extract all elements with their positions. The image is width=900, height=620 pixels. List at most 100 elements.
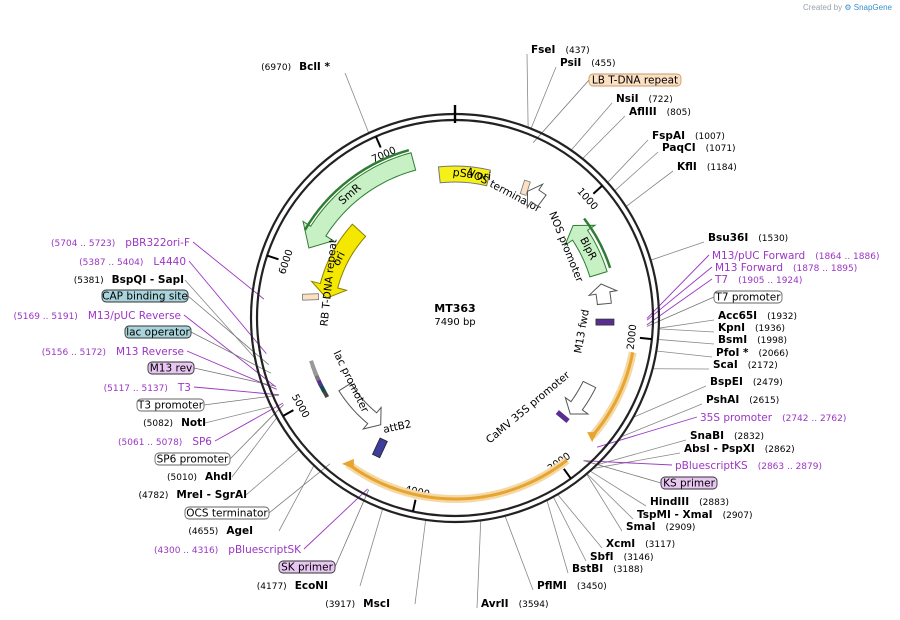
primer-label: M13 Forward(1878 .. 1895) xyxy=(715,262,857,274)
feature-box-label: T3 promoter xyxy=(137,400,204,412)
site-label: (5082)NotI xyxy=(143,417,206,429)
site-label: PaqCI(1071) xyxy=(662,142,736,154)
site-leader-line xyxy=(476,520,482,609)
site-label: (6970)BclI * xyxy=(261,61,330,73)
primer-label: 35S promoter(2742 .. 2762) xyxy=(700,412,846,424)
site-label: AflIII(805) xyxy=(629,106,691,118)
box-leader-line xyxy=(334,489,370,568)
primer-label: (5169 .. 5191)M13/pUC Reverse xyxy=(14,310,181,322)
camv-arrow xyxy=(564,380,597,415)
box-leader-line xyxy=(187,295,270,365)
site-leader-line xyxy=(231,417,278,478)
site-leader-line xyxy=(414,519,427,605)
site-label: SmaI(2909) xyxy=(626,521,695,533)
site-label: (4782)MreI - SgrAI xyxy=(138,489,247,501)
box-leader-line xyxy=(532,79,590,143)
site-label: BspEI(2479) xyxy=(710,376,783,388)
ori-arrow xyxy=(310,223,367,299)
site-leader-line xyxy=(633,385,707,418)
site-label: PfoI *(2066) xyxy=(716,347,788,359)
m13-fwd-box xyxy=(595,318,615,326)
smr-arrow xyxy=(302,152,417,249)
primer-label: (4300 .. 4316)pBluescriptSK xyxy=(154,544,302,556)
site-leader-line xyxy=(589,470,647,507)
site-leader-line xyxy=(620,403,703,438)
site-label: FseI(437) xyxy=(531,44,590,56)
attb2-label: attB2 xyxy=(382,418,412,436)
orange-arrowhead-1 xyxy=(587,432,598,443)
site-leader-line xyxy=(557,494,603,549)
feature-box xyxy=(184,506,270,520)
site-leader-line xyxy=(552,496,587,562)
site-label: PflMI(3450) xyxy=(537,580,607,592)
site-leader-line xyxy=(582,115,626,160)
feature-box xyxy=(278,560,336,574)
site-label: XcmI(3117) xyxy=(606,538,675,550)
orange-arc-1 xyxy=(591,352,635,438)
primer-leader-line xyxy=(183,314,277,388)
site-label: HindIII(2883) xyxy=(650,496,729,508)
site-leader-line xyxy=(656,350,713,358)
snapgene-logo-icon: ⚙ xyxy=(844,3,852,12)
label-layer: (6970)BclI *FseI(437)PsiI(455)NsiI(722)A… xyxy=(14,44,880,610)
site-leader-line xyxy=(504,515,534,591)
feature-box xyxy=(124,325,192,339)
psa-ori-box xyxy=(437,165,491,187)
primer-leader-line xyxy=(303,488,368,550)
site-leader-line xyxy=(526,53,529,128)
site-leader-line xyxy=(586,473,634,520)
site-label: BstBI(3188) xyxy=(572,563,643,575)
camv-label: CaMV 35S promoter xyxy=(484,369,573,446)
tick-mark xyxy=(374,136,382,148)
feature-box-label: CAP binding site xyxy=(102,291,188,303)
site-leader-line xyxy=(650,241,705,261)
tick-mark xyxy=(282,409,294,417)
lac-promoter-arrow xyxy=(338,382,382,430)
site-leader-line xyxy=(586,473,623,532)
primer-label: pBluescriptKS(2863 .. 2879) xyxy=(675,460,822,472)
site-leader-line xyxy=(184,279,256,359)
feature-box xyxy=(101,289,189,303)
tick-mark xyxy=(592,184,603,195)
feature-box xyxy=(588,73,682,87)
credit-prefix: Created by xyxy=(802,3,843,12)
site-label: (5010)AhdI xyxy=(167,471,232,483)
site-label: ScaI(2172) xyxy=(713,359,778,371)
orange-arc-1-glow xyxy=(589,351,637,439)
site-label: Bsu36I(1530) xyxy=(708,232,788,244)
site-label: KpnI(1936) xyxy=(718,322,785,334)
site-label: AbsI - PspXI(2862) xyxy=(684,443,795,455)
plasmid-name: MT363 xyxy=(434,302,475,315)
site-label: (3917)MscI xyxy=(325,598,390,610)
site-leader-line xyxy=(625,170,674,207)
ori-label: ori xyxy=(330,249,348,268)
site-leader-line xyxy=(530,66,557,129)
feature-box xyxy=(660,476,718,490)
site-leader-line xyxy=(596,439,687,466)
attb2-box xyxy=(371,437,388,459)
primer-label: (5156 .. 5172)M13 Reverse xyxy=(42,346,184,358)
feature-box xyxy=(136,398,205,412)
primer-label: M13/pUC Forward(1864 .. 1886) xyxy=(712,250,879,262)
lac-cluster-stripe xyxy=(309,360,319,377)
site-leader-line xyxy=(570,102,613,151)
site-label: KflI(1184) xyxy=(677,161,737,173)
site-leader-line xyxy=(278,465,315,532)
box-leader-line xyxy=(229,404,284,460)
plasmid-size: 7490 bp xyxy=(434,317,475,328)
tick-mark xyxy=(563,468,572,480)
primer-leader-line xyxy=(583,460,673,466)
site-leader-line xyxy=(614,151,659,192)
nos-terminator-box xyxy=(519,179,531,196)
tick-label: 2000 xyxy=(626,324,640,350)
site-label: SbfI(3146) xyxy=(590,551,654,563)
primer-leader-line xyxy=(188,260,267,354)
site-leader-line xyxy=(546,500,569,574)
site-leader-line xyxy=(658,328,715,333)
site-label: NsiI(722) xyxy=(616,93,673,105)
rb-box xyxy=(302,293,320,301)
m13-fwd-label: M13 fwd xyxy=(572,309,592,355)
site-label: TspMI - XmaI(2907) xyxy=(637,509,753,521)
nos-promoter-arrow xyxy=(587,283,619,306)
